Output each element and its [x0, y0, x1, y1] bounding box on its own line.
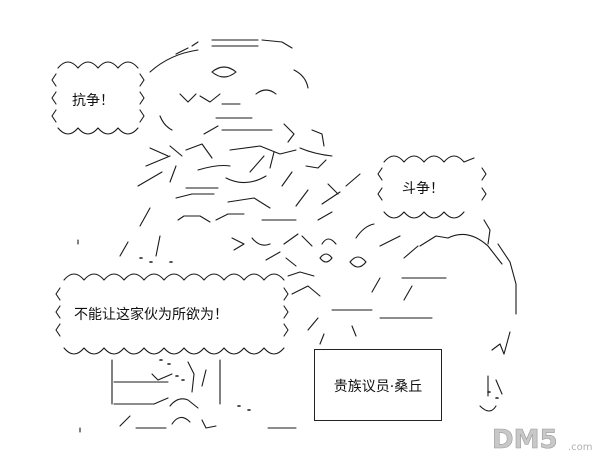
name-label-text: 贵族议员·桑丘	[333, 379, 423, 395]
watermark-brand: DM5	[492, 425, 558, 455]
screen-dots	[139, 257, 499, 411]
speech-text-right: 斗争！	[402, 181, 444, 197]
speech-text-top-left: 抗争！	[72, 93, 114, 109]
figure-hands	[479, 219, 517, 412]
watermark-suffix: .com	[568, 442, 593, 453]
name-label-box: 贵族议员·桑丘	[314, 349, 442, 421]
speech-bubble-bottom-left	[55, 273, 289, 355]
speech-text-bottom-left: 不能让这家伙为所欲为！	[74, 307, 228, 323]
figure-head	[149, 39, 325, 147]
figure-body	[119, 143, 503, 345]
figure-legs	[77, 239, 297, 433]
speech-bubble-right	[377, 155, 487, 219]
speech-bubble-top-left	[51, 61, 145, 135]
watermark-logo: DM5 .com	[492, 425, 593, 456]
